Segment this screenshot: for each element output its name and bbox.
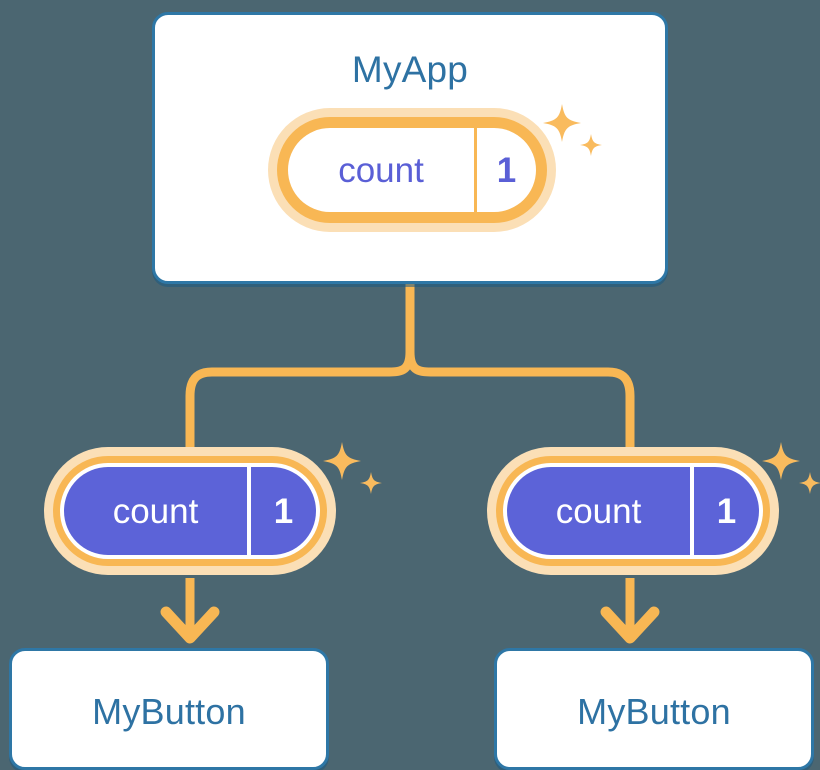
page-title: MyApp — [351, 49, 469, 90]
state-pill-myapp[interactable]: count 1 — [268, 108, 556, 232]
state-pill-left[interactable]: count 1 — [44, 447, 336, 575]
state-key: count — [338, 150, 424, 190]
mybutton-card-right[interactable]: MyButton — [494, 648, 814, 770]
mybutton-card-left[interactable]: MyButton — [9, 648, 329, 770]
state-pill-right[interactable]: count 1 — [487, 447, 779, 575]
pill-inner: count 1 — [288, 128, 536, 212]
connector-branch-left — [185, 347, 415, 475]
pill-inner: count 1 — [507, 467, 759, 555]
state-key: count — [555, 491, 642, 531]
arrow-down-icon-right — [600, 578, 660, 644]
state-value: 1 — [496, 150, 517, 190]
pill-inner: count 1 — [64, 467, 316, 555]
pill-divider — [474, 128, 477, 212]
pill-divider — [247, 467, 251, 555]
state-value: 1 — [716, 491, 737, 531]
pill-divider — [690, 467, 694, 555]
state-key: count — [112, 491, 199, 531]
state-value: 1 — [273, 491, 294, 531]
connector-branch-right — [405, 347, 635, 475]
mybutton-label-left: MyButton — [92, 691, 246, 732]
mybutton-label-right: MyButton — [577, 691, 731, 732]
arrow-down-icon-left — [160, 578, 220, 644]
